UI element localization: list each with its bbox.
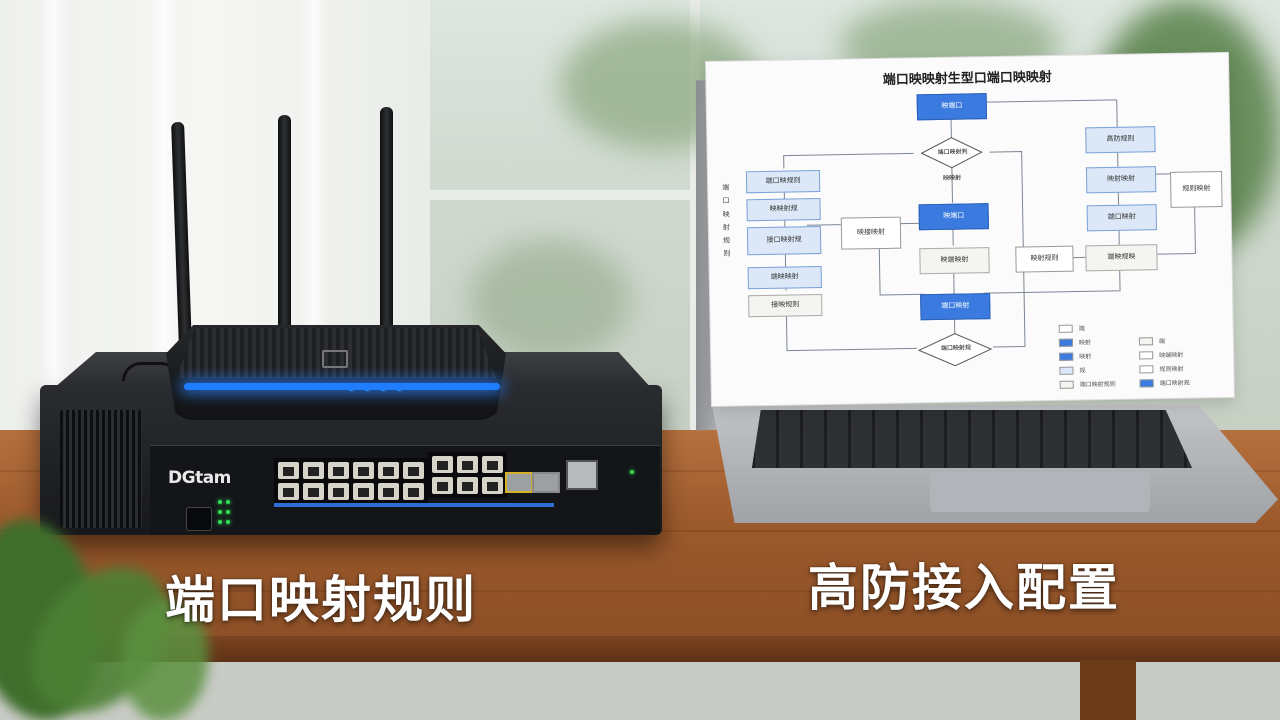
diagram-side-label: 端口映射规则 [722, 183, 731, 259]
legend-item: 规则映射 [1139, 364, 1184, 374]
diagram-node: 映映射规 [746, 198, 821, 222]
antenna [380, 107, 393, 332]
status-led [226, 510, 230, 514]
diagram-annotation: 映映射 [942, 174, 962, 182]
legend-swatch [1139, 350, 1154, 359]
status-led [226, 500, 230, 504]
ethernet-port[interactable] [278, 483, 299, 500]
diagram-node: 映端口 [918, 203, 989, 231]
ethernet-port[interactable] [353, 462, 374, 479]
table-edge [0, 636, 1280, 662]
caption-ddos-access-config: 高防接入配置 [808, 559, 1120, 617]
diagram-node: 端口映规则 [745, 170, 821, 194]
ethernet-port[interactable] [432, 456, 453, 473]
ethernet-port[interactable] [303, 483, 324, 500]
diagram-node: 接映规则 [748, 294, 823, 318]
ethernet-port[interactable] [457, 477, 478, 494]
sfp-port[interactable] [505, 472, 533, 493]
sfp-port[interactable] [532, 472, 560, 493]
legend-swatch [1139, 364, 1154, 373]
diagram-node: 映端口 [916, 93, 988, 121]
legend-item: 端 [1058, 323, 1085, 333]
legend-swatch [1058, 324, 1073, 333]
antenna [278, 115, 291, 340]
diagram-node: 接口映射规 [746, 226, 822, 256]
diagram-decision-label: 端口映射规 [940, 344, 972, 352]
status-led [218, 520, 222, 524]
diagram-node: 映接映射 [840, 216, 902, 250]
ethernet-port[interactable] [378, 462, 399, 479]
laptop-screen-diagram: 端口映映射生型口端口映映射 端口映射规则 映端口 端口映射判 映映射 映端口 映… [706, 52, 1234, 406]
status-led [630, 470, 634, 474]
ethernet-port[interactable] [378, 483, 399, 500]
legend-item: 端口映射规则 [1059, 379, 1116, 389]
power-button[interactable] [186, 507, 212, 531]
diagram-node: 高防规则 [1085, 126, 1156, 154]
ethernet-port[interactable] [457, 456, 478, 473]
legend-label: 规则映射 [1159, 365, 1184, 374]
blurred-foliage [470, 240, 630, 360]
flowchart-connectors [783, 99, 1196, 367]
legend-label: 端 [1158, 338, 1166, 346]
legend-swatch [1058, 338, 1074, 347]
diagram-node: 端映规映 [1085, 244, 1158, 272]
floor [0, 660, 1280, 720]
ethernet-port-bank [428, 452, 507, 498]
diagram-node: 端口映射 [1086, 204, 1158, 232]
legend-item: 端口映射规 [1139, 378, 1190, 388]
ethernet-port[interactable] [403, 462, 424, 479]
legend-swatch [1139, 378, 1154, 387]
diagram-node: 映端映射 [919, 247, 990, 275]
diagram-node: 端映映射 [747, 266, 822, 290]
switch-brand-label: DGtam [168, 468, 231, 488]
legend-item: 映端映射 [1139, 350, 1183, 360]
ethernet-port-bank [274, 458, 428, 504]
legend-label: 端 [1078, 325, 1085, 333]
laptop-keyboard[interactable] [752, 410, 1192, 468]
legend-item: 映射 [1058, 337, 1092, 347]
ethernet-port[interactable] [482, 477, 503, 494]
status-led [226, 520, 230, 524]
ethernet-port[interactable] [328, 462, 349, 479]
legend-item: 规 [1059, 365, 1086, 375]
router-top-vent [176, 328, 496, 378]
switch-vent [60, 410, 142, 528]
router-logo-icon [322, 350, 348, 368]
legend-label: 端口映射规则 [1079, 380, 1116, 389]
console-port[interactable] [566, 460, 598, 490]
legend-swatch [1059, 366, 1074, 375]
legend-label: 规 [1079, 367, 1086, 375]
ethernet-port[interactable] [482, 456, 503, 473]
legend-label: 映射 [1078, 339, 1092, 347]
legend-label: 端口映射规 [1159, 379, 1190, 388]
legend-label: 映端映射 [1159, 351, 1184, 360]
legend-swatch [1059, 352, 1074, 361]
diagram-decision-label: 端口映射判 [937, 148, 968, 156]
laptop-trackpad[interactable] [930, 472, 1150, 512]
legend-label: 映射 [1079, 353, 1092, 361]
diagram-node: 映射映射 [1085, 166, 1157, 194]
router-light-strip [184, 383, 500, 390]
ethernet-port[interactable] [278, 462, 299, 479]
legend-item: 端 [1138, 336, 1166, 346]
legend-swatch [1059, 380, 1074, 389]
diagram-node: 映射规则 [1015, 245, 1074, 273]
ethernet-port[interactable] [403, 483, 424, 500]
port-accent-strip [274, 503, 554, 507]
legend-item: 映射 [1059, 351, 1091, 361]
diagram-node: 规则映射 [1169, 171, 1223, 208]
legend-swatch [1138, 336, 1154, 345]
table-leg [1080, 660, 1136, 720]
ethernet-port[interactable] [303, 462, 324, 479]
diagram-node: 端口映射 [920, 293, 991, 321]
status-led [218, 510, 222, 514]
status-led [218, 500, 222, 504]
window-frame [690, 0, 700, 440]
wood-grain [0, 590, 1280, 592]
ethernet-port[interactable] [328, 483, 349, 500]
ethernet-port[interactable] [432, 477, 453, 494]
caption-port-mapping-rules: 端口映射规则 [165, 571, 477, 629]
ethernet-port[interactable] [353, 483, 374, 500]
